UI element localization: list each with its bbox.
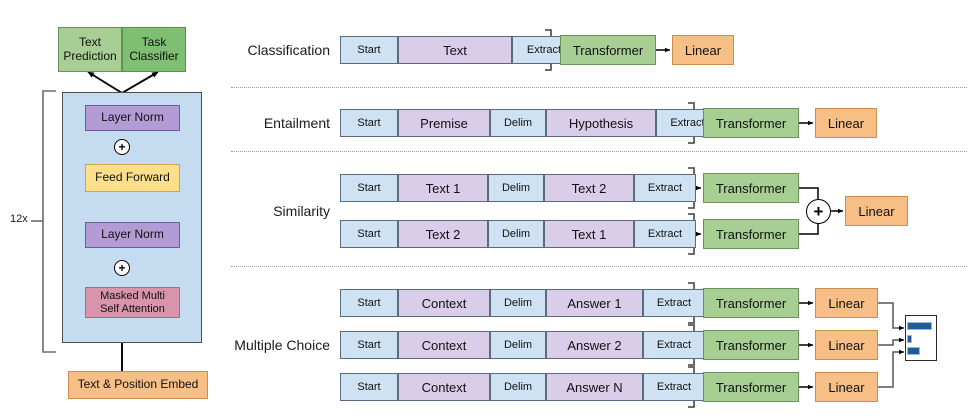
token-mc-b2: Delim <box>490 331 546 359</box>
separator-1 <box>231 87 967 88</box>
token-mc-b3: Answer 2 <box>546 331 643 359</box>
token-mc-a3: Answer 1 <box>546 289 643 317</box>
token-mc-c3: Answer N <box>546 373 643 401</box>
layer-norm-bottom-label: Layer Norm <box>101 227 164 242</box>
separator-3 <box>231 266 967 267</box>
feed-forward-label: Feed Forward <box>95 170 170 185</box>
text-position-embed-label: Text & Position Embed <box>77 377 199 392</box>
separator-2 <box>231 151 967 152</box>
text-position-embed-block: Text & Position Embed <box>68 371 208 399</box>
mc-output-bar-2 <box>907 347 920 355</box>
token-similarity-a1: Text 1 <box>398 174 488 202</box>
token-entailment-0: Start <box>340 109 398 137</box>
plus-symbol-top: + <box>118 140 126 154</box>
text-prediction-line2: Prediction <box>63 48 117 63</box>
token-classification-1: Text <box>398 36 512 64</box>
token-mc-c4: Extract <box>643 373 705 401</box>
token-mc-b4: Extract <box>643 331 705 359</box>
task-classifier-head: Task Classifier <box>122 27 186 72</box>
token-mc-c2: Delim <box>490 373 546 401</box>
layer-norm-top-block: Layer Norm <box>85 105 180 131</box>
task-label-classification: Classification <box>247 42 330 58</box>
linear-mc-b: Linear <box>815 330 878 360</box>
masked-multi-self-attention-block: Masked Multi Self Attention <box>85 287 180 318</box>
token-similarity-a3: Text 2 <box>544 174 634 202</box>
token-mc-a4: Extract <box>643 289 705 317</box>
task-classifier-line2: Classifier <box>129 48 179 63</box>
token-entailment-1: Premise <box>398 109 490 137</box>
plus-symbol-bottom: + <box>118 261 126 275</box>
layer-norm-top-label: Layer Norm <box>101 110 164 125</box>
token-similarity-b0: Start <box>340 220 398 248</box>
linear-similarity: Linear <box>845 196 908 226</box>
task-classifier-line1: Task <box>141 35 167 50</box>
masked-attention-line1: Masked Multi <box>100 290 165 303</box>
mc-output-bar-1 <box>907 335 912 343</box>
transformer-mc-b: Transformer <box>703 330 799 360</box>
token-mc-c1: Context <box>398 373 490 401</box>
masked-attention-line2: Self Attention <box>100 302 165 315</box>
token-entailment-3: Hypothesis <box>546 109 656 137</box>
token-similarity-b3: Text 1 <box>544 220 634 248</box>
transformer-classification: Transformer <box>560 35 656 65</box>
token-similarity-a0: Start <box>340 174 398 202</box>
repeat-count-label: 12x <box>10 213 28 225</box>
task-label-entailment: Entailment <box>263 115 330 131</box>
mc-output-distribution-chart <box>905 315 937 361</box>
residual-add-top: + <box>114 139 130 155</box>
token-mc-b1: Context <box>398 331 490 359</box>
token-similarity-b4: Extract <box>634 220 696 248</box>
token-mc-a2: Delim <box>490 289 546 317</box>
token-similarity-a2: Delim <box>488 174 544 202</box>
task-label-multiple-choice: Multiple Choice <box>234 337 330 353</box>
token-mc-a1: Context <box>398 289 490 317</box>
text-prediction-line1: Text <box>78 35 101 50</box>
token-mc-c0: Start <box>340 373 398 401</box>
mc-output-bar-0 <box>907 322 932 330</box>
text-prediction-head: Text Prediction <box>58 27 122 72</box>
transformer-mc-c: Transformer <box>703 372 799 402</box>
feed-forward-block: Feed Forward <box>85 164 180 192</box>
token-mc-a0: Start <box>340 289 398 317</box>
task-label-similarity: Similarity <box>273 203 330 219</box>
linear-mc-a: Linear <box>815 288 878 318</box>
transformer-mc-a: Transformer <box>703 288 799 318</box>
token-similarity-a4: Extract <box>634 174 696 202</box>
similarity-sum-node: + <box>806 199 831 224</box>
layer-norm-bottom-block: Layer Norm <box>85 222 180 248</box>
residual-add-bottom: + <box>114 260 130 276</box>
linear-entailment: Linear <box>815 108 877 138</box>
token-mc-b0: Start <box>340 331 398 359</box>
token-classification-0: Start <box>340 36 398 64</box>
token-similarity-b2: Delim <box>488 220 544 248</box>
token-entailment-2: Delim <box>490 109 546 137</box>
token-similarity-b1: Text 2 <box>398 220 488 248</box>
linear-mc-c: Linear <box>815 372 878 402</box>
transformer-similarity-b: Transformer <box>703 219 799 249</box>
transformer-similarity-a: Transformer <box>703 173 799 203</box>
transformer-entailment: Transformer <box>703 108 799 138</box>
linear-classification: Linear <box>672 35 734 65</box>
